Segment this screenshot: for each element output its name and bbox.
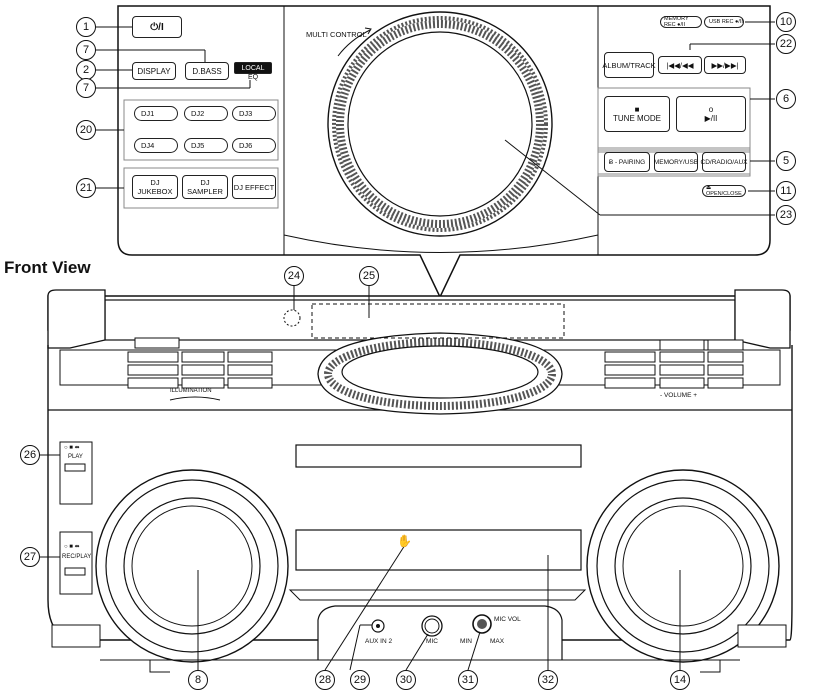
- tune-mode-label: TUNE MODE: [613, 114, 661, 123]
- callout-2: 2: [76, 60, 96, 80]
- memory-rec-button[interactable]: MEMORY REC ●/II: [660, 16, 702, 28]
- callout-14: 14: [670, 670, 690, 690]
- max-label: MAX: [490, 638, 505, 645]
- cd-radio-aux-button[interactable]: CD/RADIO/AUX: [701, 152, 747, 172]
- dj-sampler-button[interactable]: DJ SAMPLER: [182, 175, 228, 199]
- callout-8: 8: [188, 670, 208, 690]
- usb1-indicator-icons: ○ ■ ⬌: [64, 445, 80, 451]
- callout-22: 22: [776, 34, 796, 54]
- dj2-button[interactable]: DJ2: [184, 106, 228, 121]
- prev-button[interactable]: |◀◀/◀◀: [658, 56, 702, 74]
- local-label: LOCAL: [234, 62, 272, 74]
- usb-rec-button[interactable]: USB REC ●/II: [704, 16, 744, 28]
- stop-icon: ■: [634, 105, 640, 114]
- power-button[interactable]: ⏻/I: [132, 16, 182, 38]
- mic-label: MIC: [426, 638, 438, 645]
- volume-label: - VOLUME +: [660, 392, 698, 399]
- multi-control-label: MULTI CONTROL: [306, 30, 367, 39]
- callout-31: 31: [458, 670, 478, 690]
- dj1-button[interactable]: DJ1: [134, 106, 178, 121]
- callout-5: 5: [776, 151, 796, 171]
- dj6-button[interactable]: DJ6: [232, 138, 276, 153]
- remote-sensor: [283, 309, 301, 327]
- callout-24: 24: [284, 266, 304, 286]
- hand-caution-icon: ✋: [397, 534, 412, 548]
- callout-26: 26: [20, 445, 40, 465]
- play-dot: o: [708, 105, 714, 114]
- dj3-button[interactable]: DJ3: [232, 106, 276, 121]
- callout-20: 20: [76, 120, 96, 140]
- callout-27: 27: [20, 547, 40, 567]
- callout-28: 28: [315, 670, 335, 690]
- play-port-label: PLAY: [68, 454, 83, 460]
- callout-29: 29: [350, 670, 370, 690]
- stop-tune-mode-button[interactable]: ■ TUNE MODE: [604, 96, 670, 132]
- eq-button[interactable]: EQ: [247, 73, 259, 81]
- dbass-button[interactable]: D.BASS: [185, 62, 229, 80]
- disc-tray: [295, 529, 582, 571]
- open-close-button[interactable]: ⏏ OPEN/CLOSE: [702, 185, 746, 197]
- dj4-button[interactable]: DJ4: [134, 138, 178, 153]
- next-button[interactable]: ▶▶/▶▶|: [704, 56, 746, 74]
- callout-7-eq: 7: [76, 78, 96, 98]
- callout-7-dbass: 7: [76, 40, 96, 60]
- illumination-label: ILLUMINATION: [170, 388, 212, 394]
- callout-30: 30: [396, 670, 416, 690]
- usb2-indicator-icons: ○ ■ ⬌: [64, 544, 80, 550]
- dj-jukebox-button[interactable]: DJ JUKEBOX: [132, 175, 178, 199]
- callout-23: 23: [776, 205, 796, 225]
- rec-play-port-label: REC/PLAY: [62, 554, 92, 560]
- play-pause-button[interactable]: o ▶/II: [676, 96, 746, 132]
- play-pause-label: ▶/II: [704, 114, 718, 123]
- callout-10: 10: [776, 12, 796, 32]
- multi-control-knurl: [336, 20, 544, 228]
- memory-usb-button[interactable]: MEMORY/USB: [654, 152, 698, 172]
- callout-1: 1: [76, 17, 96, 37]
- dj-effect-button[interactable]: DJ EFFECT: [232, 175, 276, 199]
- min-label: MIN: [460, 638, 472, 645]
- aux-in2-label: AUX IN 2: [365, 638, 393, 645]
- front-view-title: Front View: [4, 258, 91, 277]
- display-button[interactable]: DISPLAY: [132, 62, 176, 80]
- callout-21: 21: [76, 178, 96, 198]
- callout-25: 25: [359, 266, 379, 286]
- callout-32: 32: [538, 670, 558, 690]
- mic-vol-label: MIC VOL: [494, 616, 521, 623]
- pairing-button[interactable]: Ƀ - PAIRING: [604, 152, 650, 172]
- callout-11: 11: [776, 181, 796, 201]
- display-area: [311, 303, 565, 339]
- album-track-button[interactable]: ALBUM/TRACK: [602, 52, 656, 78]
- callout-6: 6: [776, 89, 796, 109]
- dj5-button[interactable]: DJ5: [184, 138, 228, 153]
